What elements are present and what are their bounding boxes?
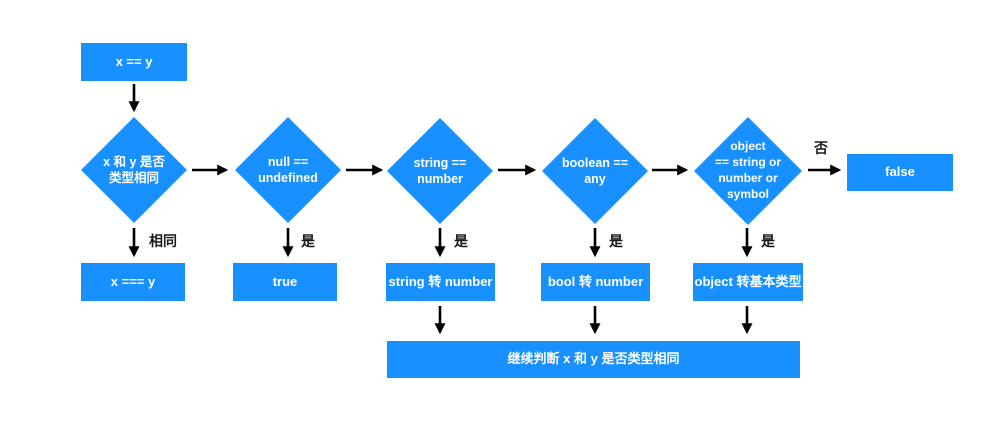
decision-boolean-any: boolean == any [542,118,648,224]
edge-label-yes-object: 是 [761,233,775,249]
decision-null-undefined: null == undefined [235,117,341,223]
convert-bool-node: bool 转 number [541,263,650,301]
edge-label-yes-null: 是 [301,233,315,249]
decision-type-same: x 和 y 是否 类型相同 [81,117,187,223]
edge-label-no: 否 [814,140,828,156]
decision-string-number: string == number [387,118,493,224]
edge-label-yes-string: 是 [454,233,468,249]
convert-object-node: object 转基本类型 [693,263,803,301]
continue-check-node: 继续判断 x 和 y 是否类型相同 [387,341,800,378]
convert-string-node: string 转 number [386,263,495,301]
decision-null-undefined-label: null == undefined [258,154,318,186]
result-true-node: true [233,263,337,301]
start-node: x == y [81,43,187,81]
edge-label-same: 相同 [149,233,177,249]
result-false-node: false [847,154,953,191]
decision-type-same-label: x 和 y 是否 类型相同 [103,154,165,186]
decision-object-primitive: object == string or number or symbol [694,117,802,225]
decision-boolean-any-label: boolean == any [562,155,628,187]
result-strict-equal-node: x === y [81,263,185,301]
decision-object-primitive-label: object == string or number or symbol [714,139,782,201]
decision-string-number-label: string == number [413,155,467,187]
edge-label-yes-boolean: 是 [609,233,623,249]
